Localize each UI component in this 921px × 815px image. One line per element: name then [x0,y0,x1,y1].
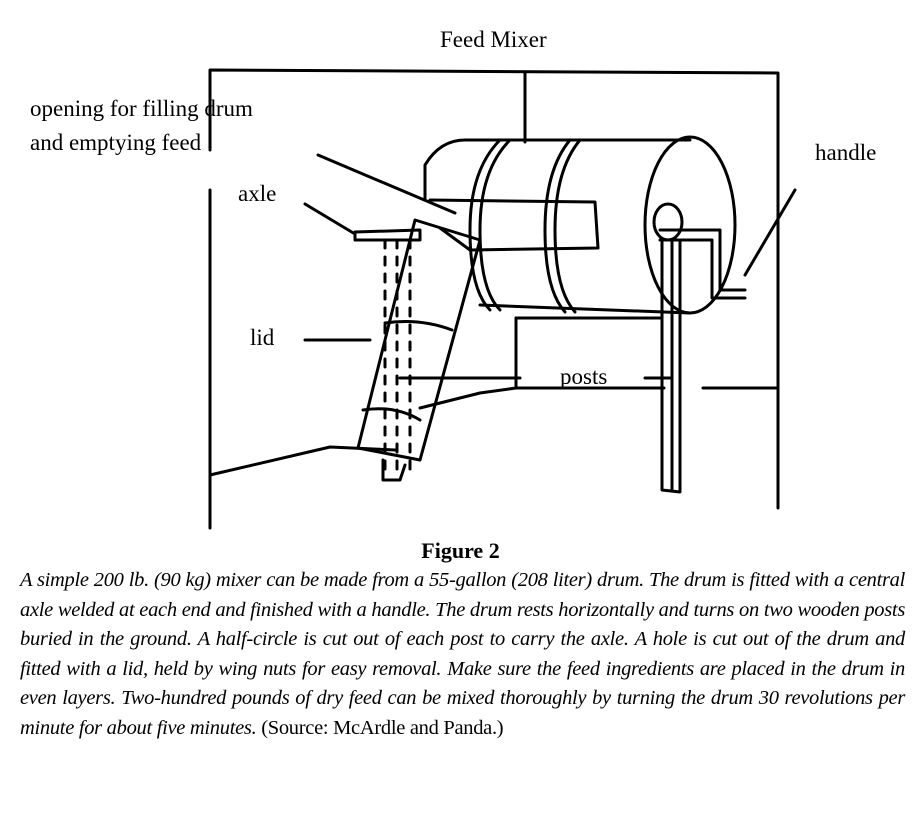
lid-top-band [383,320,454,332]
handle-crank-inner [658,238,747,300]
floor-line-left [208,445,397,477]
handle-leader [743,188,797,277]
caption-source: (Source: McArdle and Panda.) [261,716,504,739]
label-opening-line2: and emptying feed [30,130,202,155]
axle-left [353,228,422,242]
feed-mixer-illustration [208,68,797,530]
drum-hoop-2 [543,138,572,314]
shed-wall-outline [208,68,780,510]
label-lid: lid [250,325,275,350]
figure-number: Figure 2 [421,538,500,563]
drum-opening [428,198,600,252]
label-opening-line1: opening for filling drum [30,96,253,121]
figure-caption: A simple 200 lb. (90 kg) mixer can be ma… [20,566,905,743]
label-posts: posts [560,364,608,389]
axle-hub [652,202,684,242]
drum-hoop-1 [468,138,502,312]
caption-text: A simple 200 lb. (90 kg) mixer can be ma… [20,569,905,739]
left-post [381,458,407,482]
drum-bottom [478,303,692,315]
axle-leader [303,202,357,236]
label-axle: axle [238,181,277,206]
opening-inner [438,226,472,252]
opening-leader [316,153,457,215]
drum-top [423,138,467,202]
lid-bottom-band [361,407,422,422]
label-handle: handle [815,140,877,165]
figure-title: Feed Mixer [440,27,547,52]
left-post-dashes [383,238,412,477]
drum-hoop-2b [553,138,582,314]
floor-line-mid [418,316,518,410]
lid-panel [356,218,482,462]
handle-crank [658,228,747,292]
drum-hoop-1b [478,138,512,312]
